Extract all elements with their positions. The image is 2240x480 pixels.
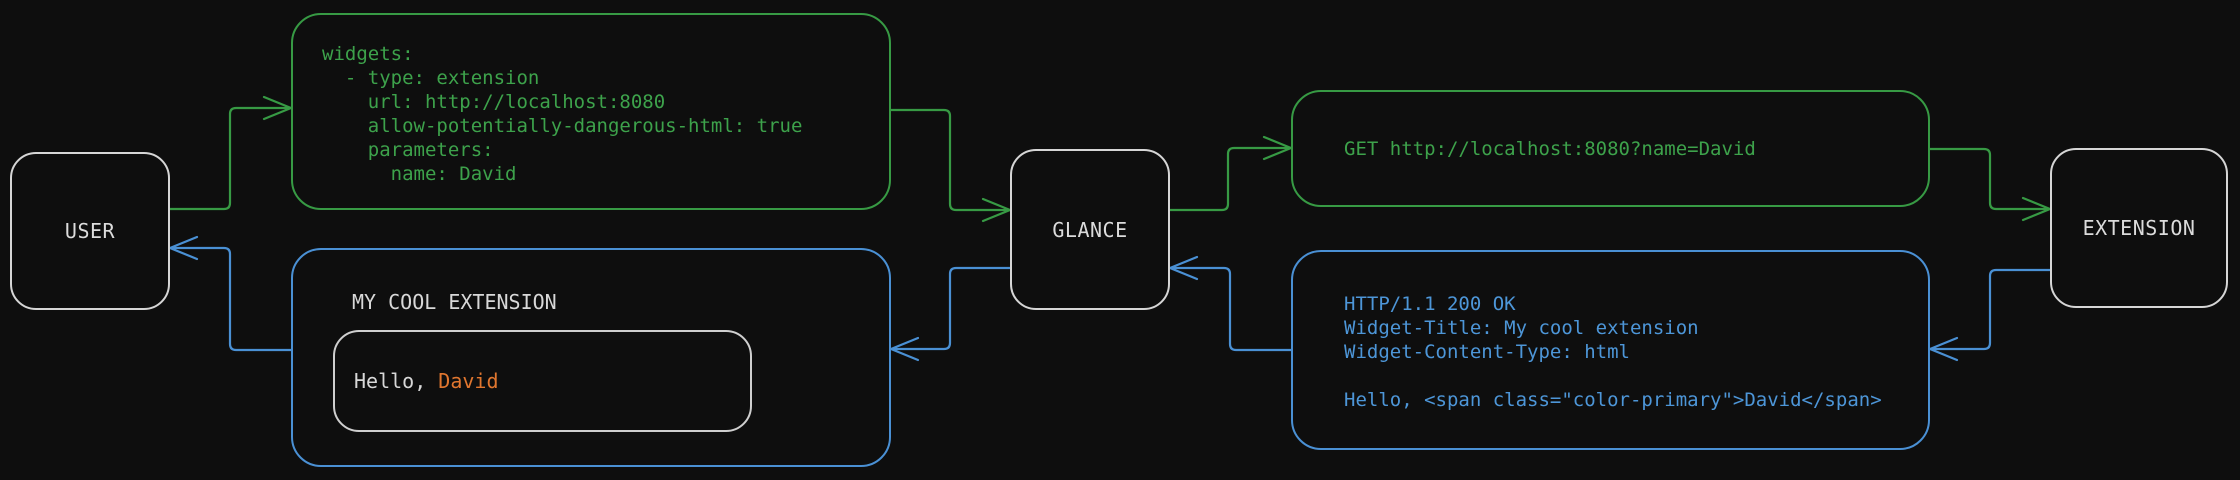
http-response-code: HTTP/1.1 200 OK Widget-Title: My cool ex… — [1344, 293, 1882, 411]
connector-response-to-glance — [1168, 255, 1293, 352]
connector-glance-to-request — [1168, 135, 1293, 212]
widget-content-box: Hello, David — [333, 330, 752, 432]
widget-title: MY COOL EXTENSION — [352, 290, 557, 314]
user-node: USER — [10, 152, 170, 310]
rendered-widget-box: MY COOL EXTENSION Hello, David — [291, 248, 891, 467]
config-yaml-code: widgets: - type: extension url: http://l… — [322, 43, 803, 185]
connector-glance-to-widget — [889, 266, 1012, 362]
extension-node-label: EXTENSION — [2082, 216, 2196, 240]
connector-config-to-glance — [889, 108, 1012, 223]
user-node-label: USER — [64, 219, 116, 243]
widget-greeting: Hello, David — [335, 369, 499, 393]
http-request-box: GET http://localhost:8080?name=David — [1291, 90, 1930, 207]
connector-request-to-extension — [1928, 147, 2052, 222]
glance-node: GLANCE — [1010, 149, 1170, 310]
extension-node: EXTENSION — [2050, 148, 2228, 308]
config-yaml-box: widgets: - type: extension url: http://l… — [291, 13, 891, 210]
glance-node-label: GLANCE — [1052, 217, 1128, 242]
connector-widget-to-user — [168, 235, 293, 352]
greeting-prefix: Hello, — [354, 369, 439, 393]
connector-extension-to-response — [1928, 268, 2052, 362]
http-request-line: GET http://localhost:8080?name=David — [1344, 137, 1756, 160]
greeting-name: David — [438, 369, 499, 393]
connector-user-to-config — [168, 95, 293, 211]
http-response-box: HTTP/1.1 200 OK Widget-Title: My cool ex… — [1291, 250, 1930, 450]
